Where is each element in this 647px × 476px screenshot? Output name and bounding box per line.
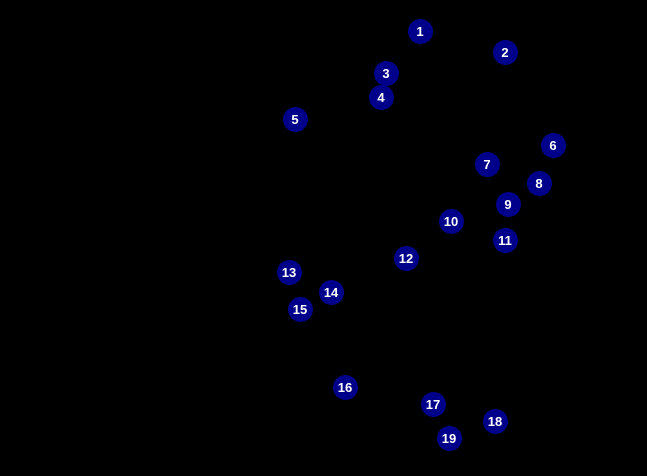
numbered-marker-16[interactable]: 16 <box>332 374 358 400</box>
numbered-marker-2[interactable]: 2 <box>492 39 518 65</box>
numbered-marker-17[interactable]: 17 <box>420 391 446 417</box>
numbered-marker-13[interactable]: 13 <box>276 259 302 285</box>
numbered-marker-3[interactable]: 3 <box>373 60 399 86</box>
numbered-marker-10[interactable]: 10 <box>438 208 464 234</box>
numbered-marker-1[interactable]: 1 <box>407 18 433 44</box>
numbered-marker-19[interactable]: 19 <box>436 425 462 451</box>
numbered-marker-8[interactable]: 8 <box>526 170 552 196</box>
numbered-marker-7[interactable]: 7 <box>474 151 500 177</box>
numbered-marker-18[interactable]: 18 <box>482 408 508 434</box>
numbered-marker-14[interactable]: 14 <box>318 279 344 305</box>
numbered-marker-9[interactable]: 9 <box>495 191 521 217</box>
numbered-marker-6[interactable]: 6 <box>540 132 566 158</box>
numbered-marker-11[interactable]: 11 <box>492 227 518 253</box>
numbered-marker-15[interactable]: 15 <box>287 296 313 322</box>
numbered-marker-4[interactable]: 4 <box>368 84 394 110</box>
numbered-marker-5[interactable]: 5 <box>282 106 308 132</box>
numbered-marker-12[interactable]: 12 <box>393 245 419 271</box>
